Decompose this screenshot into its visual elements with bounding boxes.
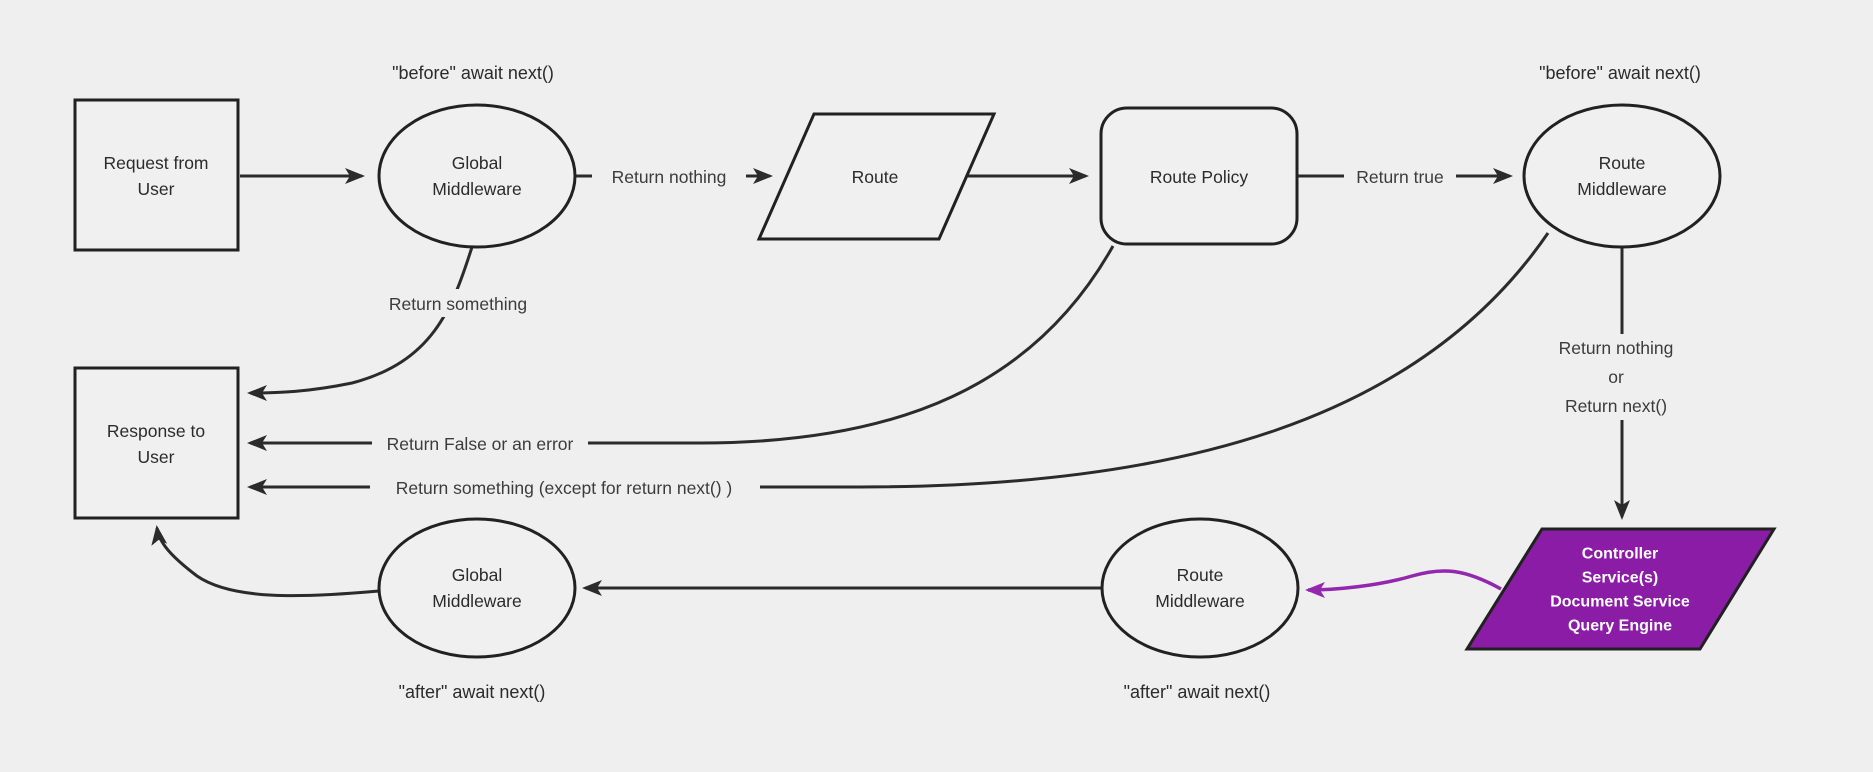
route-middleware-top-label-line2: Middleware (1577, 179, 1666, 199)
route-middleware-bottom-shape (1100, 517, 1300, 659)
request-from-user-label-line1: Request from (103, 153, 208, 173)
response-to-user-label-line1: Response to (107, 421, 205, 441)
edge-label-return-false-or-error: Return False or an error (387, 434, 574, 454)
response-to-user-node: Response to User (73, 366, 240, 520)
edge-global-middleware-to-response (247, 246, 474, 401)
edge-label-return-nothing-or-next-line3: Return next() (1565, 396, 1667, 416)
route-middleware-top-node: Route Middleware (1522, 103, 1722, 249)
edge-route-policy-to-response (247, 245, 1115, 451)
annotation-after-await-next-right: "after" await next() (1124, 682, 1271, 702)
annotation-before-await-next-right: "before" await next() (1539, 63, 1701, 83)
global-middleware-top-label-line2: Middleware (432, 179, 521, 199)
controller-services-label-line1: Controller (1582, 546, 1658, 563)
global-middleware-bottom-label-line2: Middleware (432, 591, 521, 611)
edge-label-return-nothing-or-next-line1: Return nothing (1559, 338, 1674, 358)
global-middleware-bottom-label-line1: Global (452, 565, 503, 585)
route-middleware-top-shape (1522, 103, 1722, 249)
response-to-user-shape (73, 366, 240, 520)
edge-controller-to-route-middleware (1305, 569, 1502, 598)
edge-label-return-something-except: Return something (except for return next… (396, 478, 733, 498)
request-from-user-label-line2: User (138, 179, 175, 199)
global-middleware-bottom-node: Global Middleware (377, 517, 577, 659)
route-policy-label: Route Policy (1150, 167, 1248, 187)
route-label: Route (852, 167, 899, 187)
global-middleware-top-label-line1: Global (452, 153, 503, 173)
route-shape (756, 112, 997, 241)
edge-label-return-nothing-or-next: Return nothing or Return next() (1559, 338, 1674, 416)
route-middleware-bottom-label-line2: Middleware (1155, 591, 1244, 611)
route-middleware-top-label-line1: Route (1599, 153, 1646, 173)
edge-label-return-true: Return true (1356, 167, 1444, 187)
annotation-after-await-next-left: "after" await next() (399, 682, 546, 702)
return-false-label-bg (372, 429, 588, 457)
response-to-user-label-line2: User (138, 447, 175, 467)
request-from-user-shape (73, 98, 240, 252)
route-policy-shape (1099, 106, 1299, 246)
controller-services-shape (1464, 527, 1777, 651)
edge-route-middleware-to-response (247, 232, 1550, 495)
return-nothing-label-bg (592, 162, 746, 190)
controller-services-label-line4: Query Engine (1568, 618, 1672, 635)
edge-label-return-nothing: Return nothing (612, 167, 727, 187)
return-nothing-or-next-label-bg (1536, 334, 1696, 420)
request-from-user-node: Request from User (73, 98, 240, 252)
route-node: Route (756, 112, 997, 241)
controller-services-label-line3: Document Service (1550, 594, 1690, 611)
global-middleware-bottom-shape (377, 517, 577, 659)
edge-label-return-nothing-or-next-line2: or (1608, 367, 1624, 387)
global-middleware-top-node: Global Middleware (377, 103, 577, 249)
annotation-before-await-next-left: "before" await next() (392, 63, 554, 83)
edge-global-middleware-bottom-to-response (151, 525, 380, 598)
controller-services-label-line2: Service(s) (1582, 570, 1659, 587)
global-middleware-top-shape (377, 103, 577, 249)
return-something-except-label-bg (370, 473, 760, 501)
return-true-label-bg (1344, 162, 1456, 190)
controller-services-node: Controller Service(s) Document Service Q… (1464, 527, 1777, 651)
edge-label-return-something: Return something (389, 294, 527, 314)
route-middleware-bottom-node: Route Middleware (1100, 517, 1300, 659)
route-policy-node: Route Policy (1099, 106, 1299, 246)
route-middleware-bottom-label-line1: Route (1177, 565, 1224, 585)
return-something-label-bg (381, 289, 535, 317)
